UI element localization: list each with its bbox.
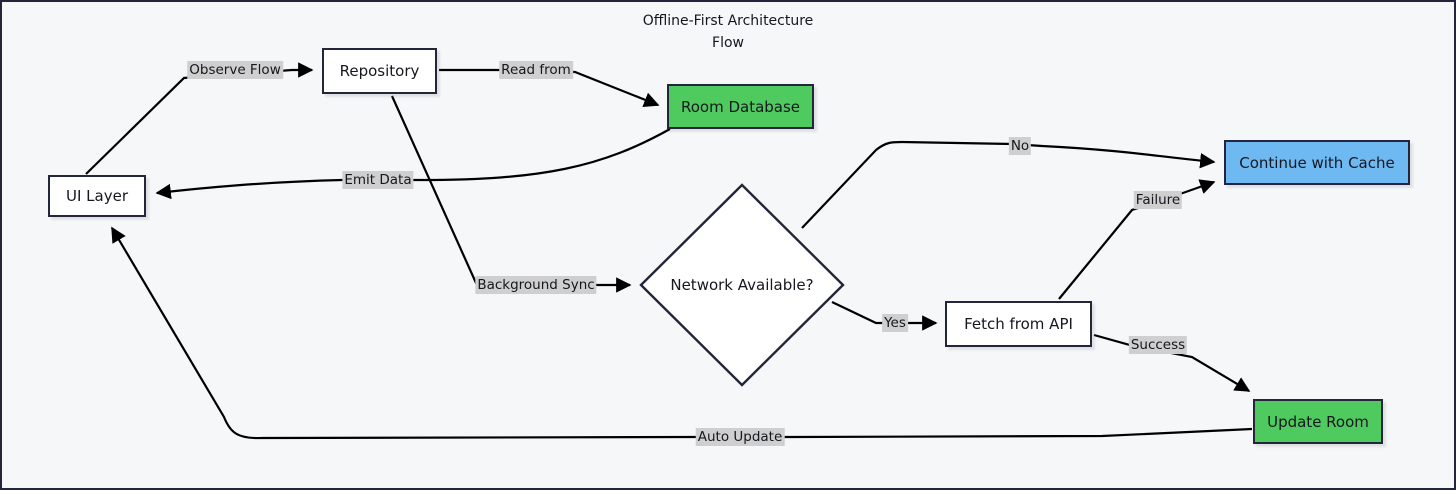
edge-emit-data (155, 128, 671, 200)
node-update-room[interactable]: Update Room (1253, 399, 1383, 444)
diagram-title-line-1: Offline-First Architecture (642, 13, 814, 29)
edge-label-success: Success (1128, 336, 1188, 354)
node-room-database[interactable]: Room Database (667, 84, 814, 129)
edge-observe-flow (85, 62, 314, 175)
diagram-title: Offline-First Architecture Flow (2, 10, 1454, 54)
edge-label-read-from: Read from (499, 61, 573, 79)
edge-label-yes: Yes (882, 314, 908, 332)
edge-label-no: No (1008, 137, 1032, 155)
edge-background-sync (390, 95, 632, 293)
node-fetch-from-api-label: Fetch from API (964, 315, 1073, 333)
node-repository[interactable]: Repository (322, 48, 437, 94)
node-repository-label: Repository (339, 62, 420, 80)
node-continue-with-cache-label: Continue with Cache (1239, 153, 1395, 172)
node-network-available[interactable]: Network Available? (638, 182, 846, 388)
node-update-room-label: Update Room (1267, 412, 1369, 431)
edge-label-background-sync: Background Sync (475, 276, 597, 294)
edge-label-failure: Failure (1133, 191, 1183, 209)
edge-label-observe-flow: Observe Flow (187, 61, 283, 79)
node-network-available-label: Network Available? (670, 276, 814, 294)
node-continue-with-cache[interactable]: Continue with Cache (1224, 140, 1410, 185)
edge-label-emit-data: Emit Data (342, 171, 414, 189)
edge-label-auto-update: Auto Update (695, 428, 785, 446)
diagram-title-line-2: Flow (712, 35, 744, 51)
node-ui-layer[interactable]: UI Layer (48, 175, 146, 217)
node-fetch-from-api[interactable]: Fetch from API (945, 301, 1092, 347)
diamond-shape (639, 183, 845, 387)
node-room-database-label: Room Database (680, 97, 801, 116)
node-ui-layer-label: UI Layer (66, 187, 128, 205)
edge-no (801, 140, 1216, 229)
